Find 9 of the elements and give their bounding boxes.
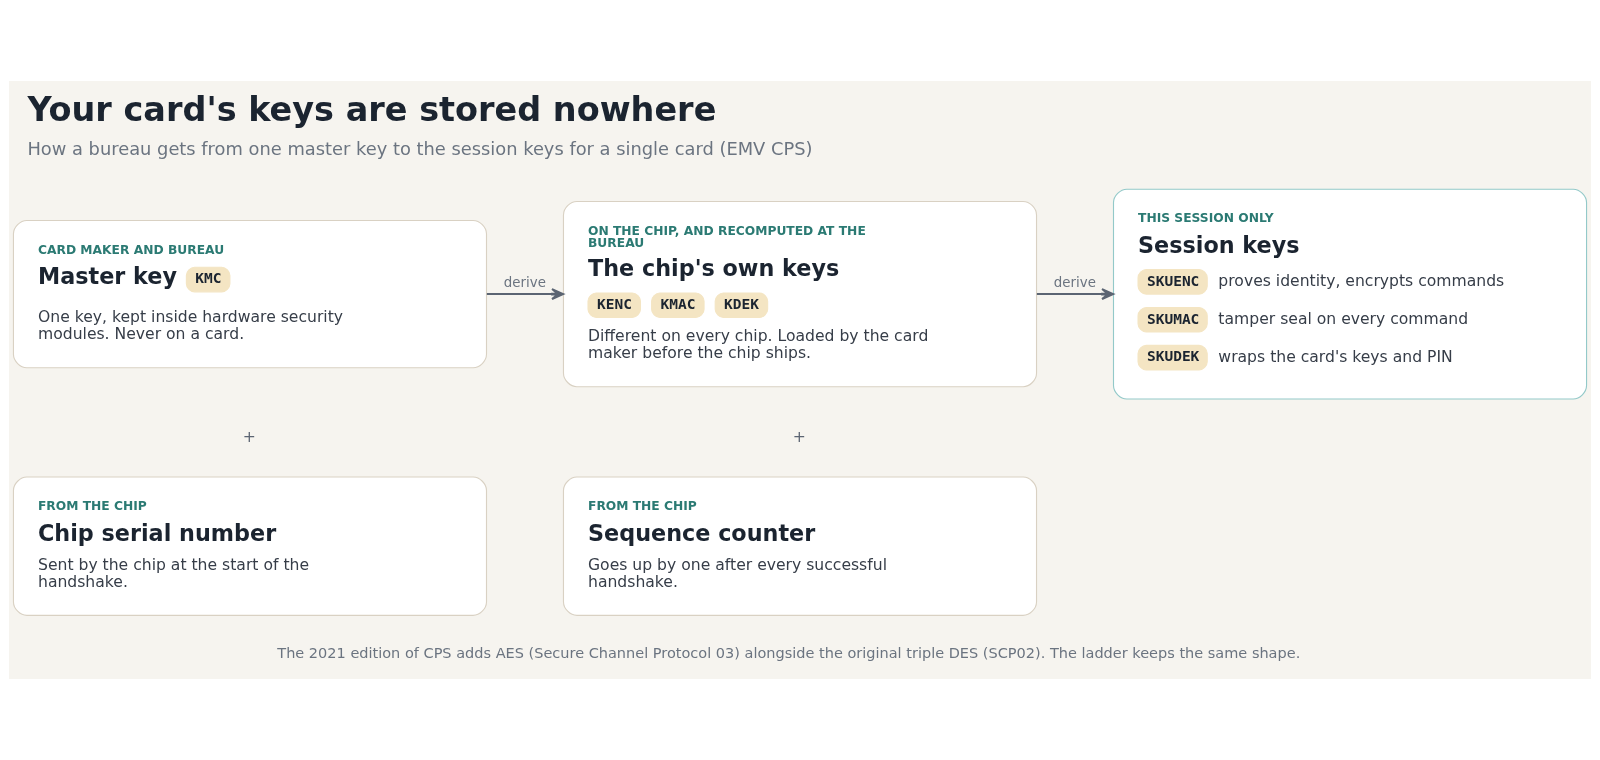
edge-label: derive [1053, 274, 1096, 290]
label: + [242, 428, 256, 447]
arrow [1036, 288, 1115, 301]
label: The 2021 edition of CPS adds AES (Secure Channel Protocol 03) alongside the original triple DES (SCP02). The ladder keeps the same shape. [277, 645, 1301, 662]
diagram-title: Your card's keys are stored nowhere [27, 89, 717, 129]
caption: How a bureau gets from one master key to the session keys for a single card (EMV CPS) [27, 137, 813, 159]
arrow [486, 288, 565, 301]
label: + [792, 428, 806, 447]
edge-label: derive [503, 274, 546, 290]
